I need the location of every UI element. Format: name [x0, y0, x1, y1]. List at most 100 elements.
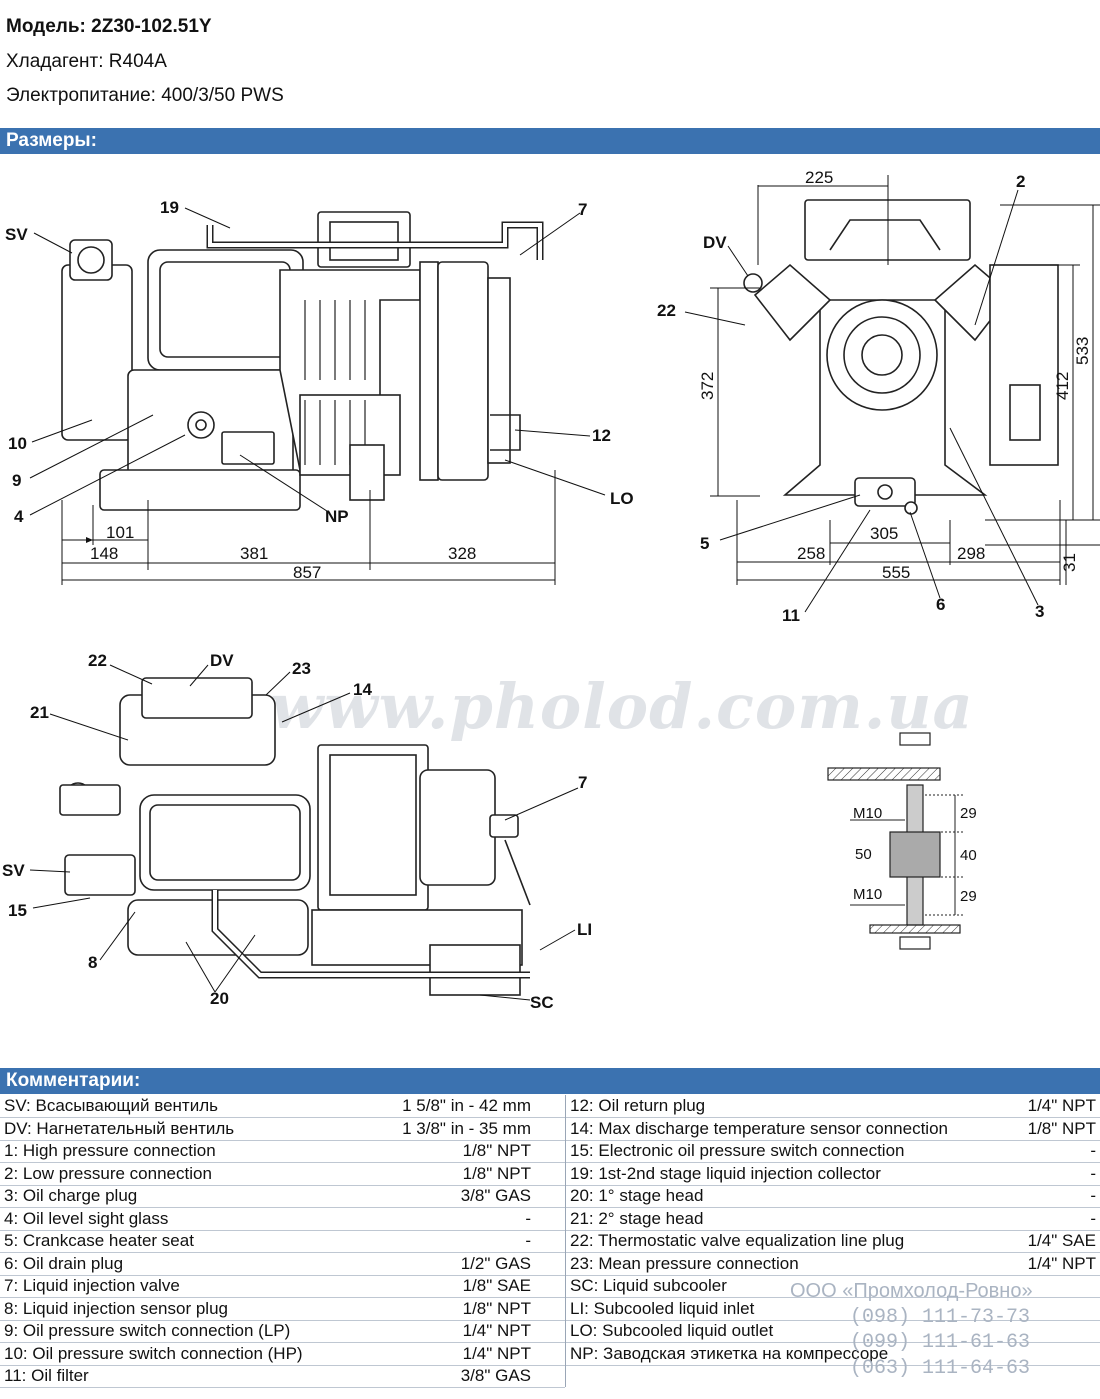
row-separator [0, 1297, 565, 1298]
comment-label: 8: Liquid injection sensor plug [4, 1298, 228, 1318]
comment-value: - [1090, 1163, 1096, 1183]
comment-label: 2: Low pressure connection [4, 1163, 212, 1183]
comment-value: 1/8" NPT [462, 1163, 531, 1183]
comment-label: 9: Oil pressure switch connection (LP) [4, 1321, 291, 1340]
comment-label: 23: Mean pressure connection [570, 1253, 799, 1273]
dim-148: 148 [90, 544, 118, 563]
callout-19: 19 [160, 198, 179, 217]
comment-value: 1/8" NPT [462, 1298, 531, 1318]
comment-row: 2: Low pressure connection 1/8" NPT [0, 1163, 565, 1185]
dim-258: 258 [797, 544, 825, 563]
comment-label: 19: 1st-2nd stage liquid injection colle… [570, 1163, 881, 1183]
comment-label: NP: Заводская этикетка на компрессоре [570, 1343, 889, 1363]
callout-3: 3 [1035, 602, 1044, 621]
comment-row: 4: Oil level sight glass- [0, 1208, 565, 1230]
comment-value: - [1090, 1186, 1096, 1205]
callout-9: 9 [12, 471, 21, 490]
comment-label: 22: Thermostatic valve equalization line… [570, 1231, 905, 1250]
side-view-dimensions [61, 470, 556, 585]
row-separator [0, 1184, 565, 1186]
comment-row: 12: Oil return plug 1/4" NPT [566, 1095, 1100, 1117]
dim-412: 412 [1053, 372, 1072, 400]
top-view [59, 677, 531, 996]
dim-328: 328 [448, 544, 476, 563]
callout-dv: DV [703, 233, 727, 252]
comment-row: NP: Заводская этикетка на компрессоре [566, 1343, 1100, 1365]
callout-10: 10 [8, 434, 27, 453]
mount-40: 40 [960, 847, 977, 864]
comment-row: 23: Mean pressure connection 1/4" NPT [566, 1253, 1100, 1275]
comment-value: - [1090, 1208, 1096, 1228]
top-callout-14: 14 [353, 680, 372, 699]
callout-lo: LO [610, 489, 634, 508]
callout-np: NP [325, 507, 349, 526]
comment-label: 5: Crankcase heater seat [4, 1231, 194, 1250]
comment-value: 1/4" NPT [462, 1343, 531, 1363]
table-divider [565, 1095, 566, 1387]
comment-label: SV: Всасывающий вентиль [4, 1096, 218, 1115]
comment-value: - [525, 1231, 531, 1250]
mount-m10-top: M10 [853, 805, 882, 822]
comment-label: 12: Oil return plug [570, 1096, 706, 1115]
callout-4: 4 [14, 507, 24, 526]
row-separator [566, 1274, 1100, 1276]
power-supply-text: Электропитание: 400/3/50 PWS [6, 85, 284, 106]
comment-row: 10: Oil pressure switch connection (HP)1… [0, 1343, 565, 1365]
comment-row: 5: Crankcase heater seat - [0, 1230, 565, 1252]
top-callout-sc: SC [530, 993, 554, 1012]
comment-label: 20: 1° stage head [570, 1186, 704, 1205]
top-callout-21: 21 [30, 703, 49, 722]
comment-value: - [1090, 1141, 1096, 1160]
comment-value: 1/4" NPT [1027, 1253, 1096, 1273]
comment-value: 1/4" NPT [462, 1321, 531, 1340]
mount-50: 50 [855, 846, 872, 863]
dim-381: 381 [240, 544, 268, 563]
dim-298: 298 [957, 544, 985, 563]
dim-101: 101 [106, 523, 134, 542]
row-separator [566, 1207, 1100, 1208]
comments-section-bar: Комментарии: [0, 1068, 1100, 1094]
callout-6: 6 [936, 595, 945, 614]
comment-row: 20: 1° stage head - [566, 1185, 1100, 1207]
callout-12: 12 [592, 426, 611, 445]
comment-row: 22: Thermostatic valve equalization line… [566, 1230, 1100, 1252]
side-view [61, 211, 544, 511]
company-name: ООО «Промхолод-Ровно» [790, 1280, 1033, 1302]
refrigerant-text: Хладагент: R404A [6, 51, 167, 72]
comment-label: 15: Electronic oil pressure switch conne… [570, 1141, 905, 1160]
row-separator [0, 1274, 565, 1276]
comment-label: 7: Liquid injection valve [4, 1276, 180, 1295]
comment-value: 1/2" GAS [460, 1253, 531, 1273]
row-separator [0, 1252, 565, 1253]
row-separator [566, 1297, 1100, 1298]
row-separator [0, 1139, 565, 1141]
phone-1: (098) 111-73-73 [850, 1306, 1031, 1329]
technical-drawing: 101 148 381 328 857 SV 19 7 10 9 4 NP 12… [2, 168, 1100, 1012]
front-view-dimensions [710, 175, 1100, 585]
row-separator [0, 1162, 565, 1163]
comment-label: 1: High pressure connection [4, 1141, 216, 1160]
model-title: Модель: 2Z30-102.51Y [6, 16, 212, 37]
comment-row: 9: Oil pressure switch connection (LP) 1/… [0, 1320, 565, 1342]
dim-225: 225 [805, 168, 833, 187]
callout-11: 11 [782, 606, 800, 625]
dim-533: 533 [1073, 337, 1092, 365]
comment-value: 1/4" NPT [1027, 1096, 1096, 1115]
top-callout-20: 20 [210, 989, 229, 1008]
comment-value: 1 3/8" in - 35 mm [402, 1118, 531, 1138]
top-callout-8: 8 [88, 953, 97, 972]
top-callout-sv: SV [2, 861, 25, 880]
comment-row: 19: 1st-2nd stage liquid injection colle… [566, 1163, 1100, 1185]
comment-row: LI: Subcooled liquid inlet [566, 1298, 1100, 1320]
comment-row: 14: Max discharge temperature sensor con… [566, 1118, 1100, 1140]
row-separator [566, 1319, 1100, 1321]
comment-label: 11: Oil filter [4, 1366, 89, 1385]
top-callout-dv: DV [210, 651, 234, 670]
dim-31: 31 [1060, 553, 1079, 572]
row-separator [0, 1364, 565, 1366]
